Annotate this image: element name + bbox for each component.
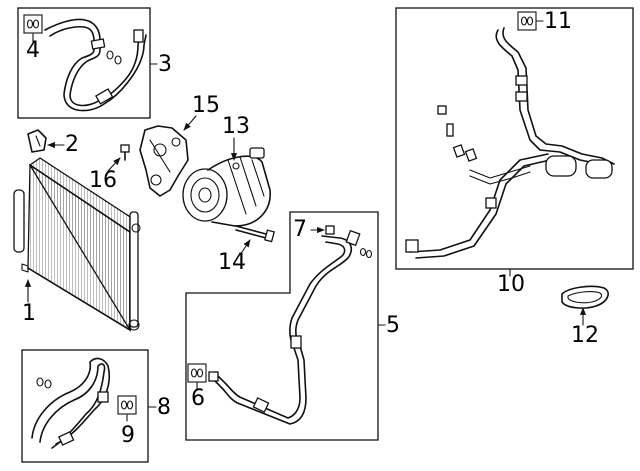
callout-9: 9 (121, 423, 135, 448)
callout-6: 6 (191, 386, 205, 411)
bracket-2 (27, 129, 47, 153)
callout-12: 12 (571, 323, 599, 348)
rear-lines-group-10 (395, 7, 634, 277)
callout-16: 16 (89, 168, 117, 193)
leader-arrows (24, 33, 587, 422)
group-box-5 (185, 211, 379, 441)
callout-14: 14 (218, 250, 246, 275)
arrow-16 (107, 157, 121, 172)
oring-box-4 (23, 14, 43, 34)
callout-10: 10 (497, 272, 525, 297)
discharge-hose-group-8 (21, 349, 157, 463)
callout-3: 3 (158, 52, 172, 77)
callout-7: 7 (293, 217, 307, 242)
compressor (182, 147, 271, 227)
oring-box-6 (187, 363, 207, 383)
group-box-10 (395, 7, 634, 270)
compressor-bracket (139, 125, 189, 197)
oring-box-11 (517, 11, 537, 31)
condenser (13, 157, 141, 333)
callout-8: 8 (157, 395, 171, 420)
callout-5: 5 (386, 313, 400, 338)
arrow-14 (241, 239, 251, 253)
valve-7 (325, 225, 335, 235)
oring-box-9 (117, 395, 137, 415)
liquid-line-group-5 (185, 211, 386, 441)
callout-13: 13 (222, 114, 250, 139)
bolt-14 (235, 225, 275, 243)
callout-2: 2 (65, 132, 79, 157)
suction-hose (44, 18, 147, 112)
group-box-3 (17, 7, 151, 119)
arrow-15 (183, 115, 197, 131)
callout-15: 15 (192, 93, 220, 118)
callout-1: 1 (22, 301, 36, 326)
callout-11: 11 (544, 9, 572, 34)
bolt-16 (120, 144, 130, 161)
seal-12 (561, 285, 609, 309)
hose-group-3 (17, 7, 158, 119)
callout-4: 4 (26, 38, 40, 63)
group-box-8 (21, 349, 149, 463)
